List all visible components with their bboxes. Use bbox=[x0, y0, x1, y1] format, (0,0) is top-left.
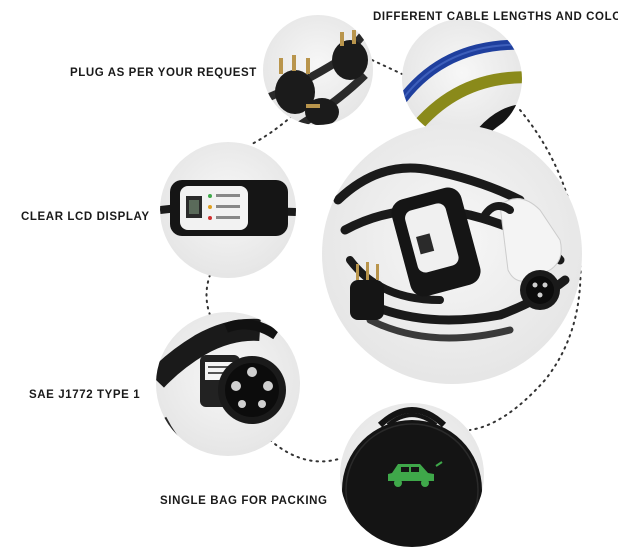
label-plug-request: PLUG AS PER YOUR REQUEST bbox=[70, 67, 257, 79]
connector-plug-to-lcd bbox=[249, 115, 293, 146]
main-control-box bbox=[391, 187, 481, 297]
label-cable-lengths-colors: DIFFERENT CABLE LENGTHS AND COLORS bbox=[373, 11, 618, 23]
connector-sae-to-bag bbox=[269, 439, 343, 463]
label-packing-bag: SINGLE BAG FOR PACKING bbox=[160, 495, 328, 507]
main-j1772-handle bbox=[481, 198, 562, 310]
label-sae-j1772: SAE J1772 TYPE 1 bbox=[29, 389, 141, 401]
label-lcd-display: CLEAR LCD DISPLAY bbox=[21, 211, 150, 223]
plug-head-left bbox=[275, 55, 315, 114]
connector-plug-to-cables bbox=[371, 59, 403, 75]
sae-connector-photo bbox=[156, 312, 300, 456]
connector-lcd-to-sae bbox=[205, 274, 211, 316]
lcd-display-photo bbox=[160, 142, 296, 278]
plug-photo bbox=[263, 15, 373, 125]
main-product-photo bbox=[322, 124, 582, 384]
dotted-connectors bbox=[205, 59, 582, 463]
cable-black bbox=[464, 103, 522, 139]
main-plug bbox=[350, 262, 384, 320]
car-logo-icon bbox=[388, 461, 443, 487]
packing-bag-photo bbox=[340, 403, 484, 547]
plug-head-right bbox=[332, 30, 368, 80]
plug-head-bottom bbox=[305, 98, 339, 125]
